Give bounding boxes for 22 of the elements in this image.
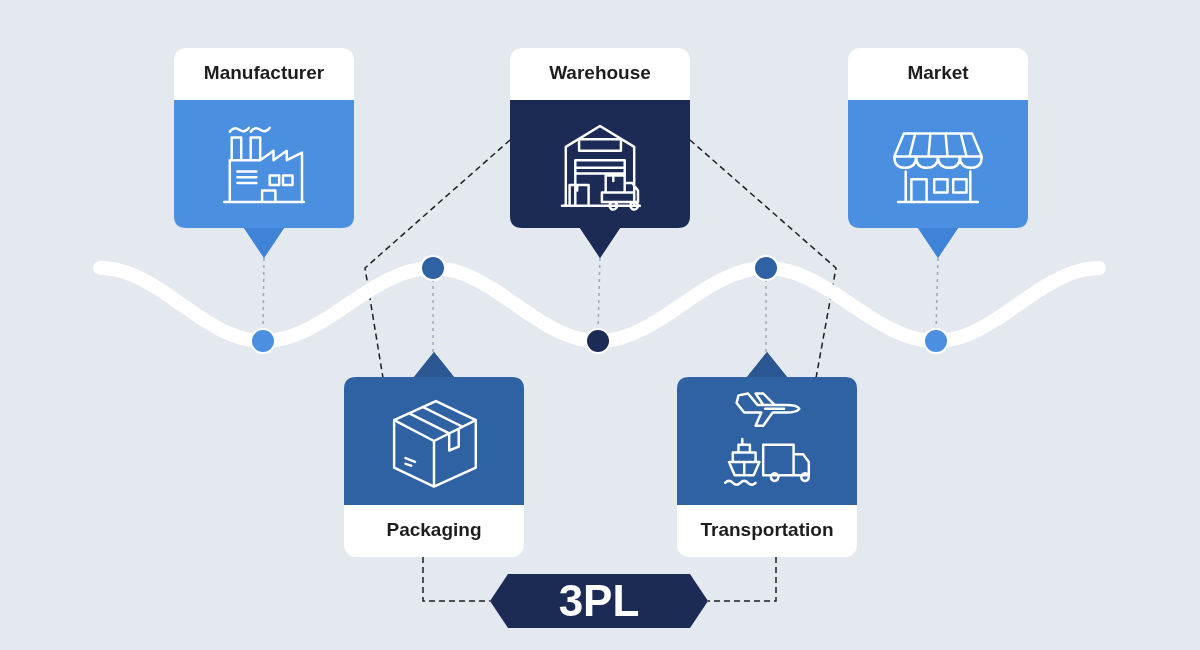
timeline-dot <box>422 257 444 279</box>
card-title: Warehouse <box>548 62 652 84</box>
timeline-dot <box>925 330 947 352</box>
pin-card <box>174 48 354 258</box>
timeline-dot <box>755 257 777 279</box>
card-title: Manufacturer <box>202 62 326 84</box>
connector-line <box>689 139 837 379</box>
connector-line <box>765 278 767 353</box>
badge-label: 3PL <box>557 575 641 627</box>
pin-card <box>848 48 1028 258</box>
card-title: Packaging <box>385 519 483 541</box>
connector-line <box>364 139 511 379</box>
card-title: Transportation <box>699 519 835 541</box>
connector-line <box>432 278 434 353</box>
connector-line <box>707 556 777 602</box>
card-title: Market <box>906 62 970 84</box>
pin-card <box>677 352 857 557</box>
timeline-dot <box>252 330 274 352</box>
pin-card <box>510 48 690 258</box>
timeline-dot <box>587 330 609 352</box>
pin-card <box>344 352 524 557</box>
hexagon-badge <box>490 574 708 628</box>
